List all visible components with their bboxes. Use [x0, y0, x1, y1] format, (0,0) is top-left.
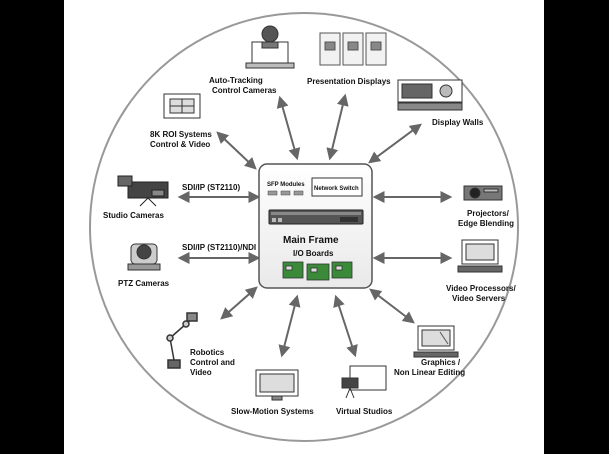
network-switch-box	[311, 177, 363, 197]
arrow-presentation	[326, 93, 349, 161]
slow-motion-label: Slow-Motion Systems	[231, 407, 314, 416]
auto-tracking-camera-icon	[245, 25, 295, 69]
arrow-robotics	[220, 286, 258, 320]
main-frame-device-icon	[268, 209, 364, 225]
arrow-graphics	[369, 288, 415, 324]
roi-systems-label-1: 8K ROI Systems	[150, 130, 212, 139]
video-processors-icon	[457, 239, 503, 273]
graphics-label-2: Non Linear Editing	[394, 368, 465, 377]
robotics-label-3: Video	[190, 368, 212, 377]
arrow-auto-tracking	[276, 95, 301, 161]
main-frame-hub: SFP Modules Network Switch Main Frame I/…	[258, 163, 373, 289]
roi-systems-icon	[163, 93, 201, 119]
robotics-arm-icon	[166, 312, 198, 369]
sfp-module-icons	[267, 190, 304, 196]
link-label-ptz: SDI/IP (ST2110)/NDI	[182, 243, 256, 252]
video-processors-label-2: Video Servers	[452, 294, 506, 303]
network-switch-label: Network Switch	[314, 186, 359, 192]
projectors-label-2: Edge Blending	[458, 219, 514, 228]
virtual-studios-label: Virtual Studios	[336, 407, 393, 416]
arrow-slow-motion	[278, 294, 301, 358]
presentation-displays-icon	[319, 32, 387, 66]
studio-camera-icon	[117, 175, 169, 207]
projector-icon	[463, 185, 503, 201]
video-processors-label-1: Video Processors/	[446, 284, 516, 293]
connection-arrows	[177, 93, 453, 358]
auto-tracking-label-1: Auto-Tracking	[209, 76, 263, 85]
presentation-displays-label: Presentation Displays	[307, 77, 391, 86]
io-boards-label: I/O Boards	[293, 249, 334, 258]
graphics-label-1: Graphics /	[421, 358, 461, 367]
main-frame-label: Main Frame	[283, 235, 339, 246]
arrow-virtual-studios	[333, 294, 358, 358]
display-walls-label: Display Walls	[432, 118, 484, 127]
link-label-studio: SDI/IP (ST2110)	[182, 183, 240, 192]
arrow-roi	[216, 131, 257, 170]
virtual-studio-camera-icon	[341, 365, 387, 399]
io-board-icons	[282, 261, 353, 281]
arrow-display-walls	[368, 123, 422, 164]
projectors-label-1: Projectors/	[467, 209, 510, 218]
ptz-cameras-label: PTZ Cameras	[118, 279, 170, 288]
robotics-label-1: Robotics	[190, 348, 225, 357]
graphics-workstation-icon	[413, 325, 459, 358]
auto-tracking-label-2: Control Cameras	[212, 86, 277, 95]
robotics-label-2: Control and	[190, 358, 235, 367]
roi-systems-label-2: Control & Video	[150, 140, 210, 149]
ptz-camera-icon	[127, 243, 161, 271]
display-walls-icon	[397, 79, 463, 111]
slow-motion-monitor-icon	[255, 369, 299, 401]
sfp-modules-label: SFP Modules	[267, 182, 305, 188]
studio-cameras-label: Studio Cameras	[103, 211, 164, 220]
